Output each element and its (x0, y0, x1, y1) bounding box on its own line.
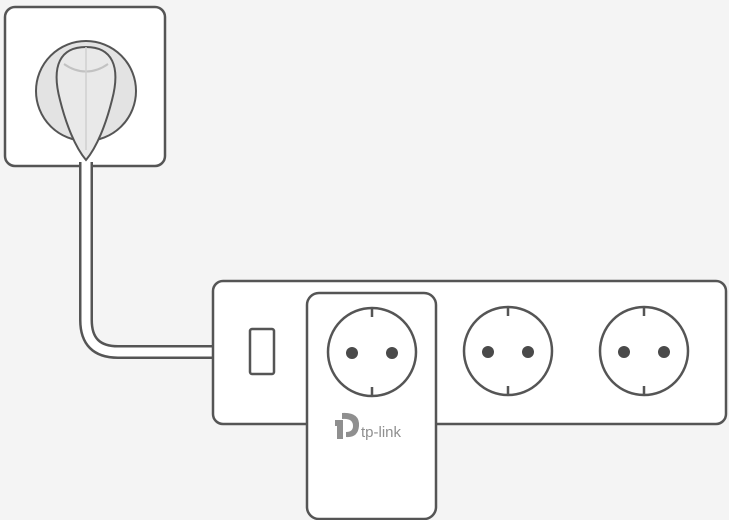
wall-plug (55, 45, 117, 162)
wall-outlet (3, 5, 167, 168)
powerline-adapter: tp-link (305, 291, 438, 520)
tp-link-logo-icon (335, 412, 360, 439)
power-cord (79, 162, 213, 359)
power-strip-outlet-3[interactable] (598, 305, 690, 397)
power-strip-outlet-2[interactable] (462, 305, 554, 397)
power-strip (211, 279, 728, 426)
adapter-passthrough-outlet[interactable] (326, 306, 418, 398)
power-switch[interactable] (248, 327, 276, 376)
adapter-brand-text: tp-link (361, 424, 402, 441)
